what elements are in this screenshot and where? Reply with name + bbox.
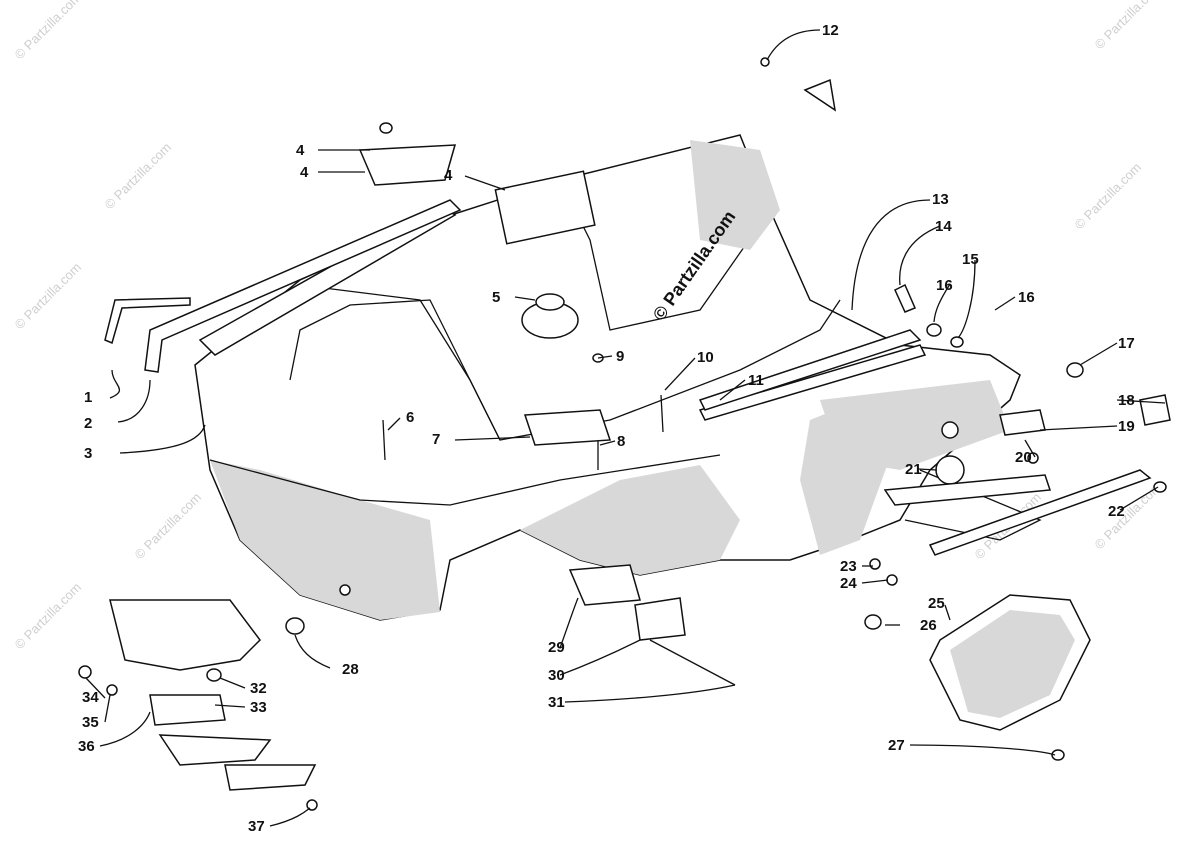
lens-6 (634, 597, 686, 641)
strip-12 (698, 329, 922, 411)
hood-body-assembly (194, 134, 1042, 621)
callout-11: 10 (697, 349, 714, 366)
gasket-31 (523, 409, 612, 446)
callout-19: 19 (1118, 418, 1135, 435)
callout-17: 16 (1018, 289, 1035, 306)
watermark-text: © Partzilla.com (12, 580, 85, 653)
callout-22: 9 (616, 348, 624, 365)
panel-19 (883, 474, 1052, 506)
gasket-33 (494, 170, 596, 245)
callout-27: 35 (82, 714, 99, 731)
callout-14: 14 (935, 218, 952, 235)
bolt-11 (660, 394, 664, 433)
trim-3 (104, 297, 191, 345)
cap-23 (803, 78, 837, 112)
callout-13: 13 (932, 191, 949, 208)
watermark-text: © Partzilla.com (1072, 160, 1145, 233)
bracket-8 (358, 144, 457, 186)
clip-18 (1139, 394, 1171, 426)
callout-34: 25 (928, 595, 945, 612)
trim-2 (144, 199, 462, 373)
bar-29 (928, 469, 1152, 556)
callout-7: 31 (548, 694, 565, 711)
cap-38 (1066, 362, 1084, 378)
callout-32: 5 (492, 289, 500, 306)
grommet-4b (935, 455, 965, 485)
watermark-text: © Partzilla.com (132, 490, 205, 563)
bracket-24 (149, 694, 226, 726)
callout-15: 15 (962, 251, 979, 268)
callout-20: 20 (1015, 449, 1032, 466)
callout-10: 4 (296, 142, 305, 159)
housing-5 (568, 564, 641, 606)
washer-10 (379, 122, 393, 134)
callout-37: 24 (840, 575, 857, 592)
callout-36: 23 (840, 558, 857, 575)
watermark-text: © Partzilla.com (102, 140, 175, 213)
callout-9: 6 (406, 409, 414, 426)
callout-26: 34 (82, 689, 99, 706)
watermark-text: © Partzilla.com (12, 260, 85, 333)
plate-lower (158, 734, 272, 766)
watermark-text: © Partzilla.com (1092, 0, 1165, 52)
wire-7 (649, 639, 736, 686)
callout-30: 8 (617, 433, 625, 450)
callout-3: 1 (84, 389, 92, 406)
plug-14 (894, 283, 916, 313)
callout-18: 18 (1118, 392, 1135, 409)
detail-housing (109, 599, 261, 671)
callout-35: 26 (920, 617, 937, 634)
callout-38: 17 (1118, 335, 1135, 352)
bolt-9 (382, 419, 386, 461)
callout-16: 16 (936, 277, 953, 294)
callout-8: 4 (300, 164, 309, 181)
watermark-text: © Partzilla.com (12, 0, 85, 62)
callout-23: 12 (822, 22, 839, 39)
leader-lines (85, 29, 1166, 827)
callout-28: 37 (248, 818, 265, 835)
callout-5: 29 (548, 639, 565, 656)
callout-31: 7 (432, 431, 440, 448)
callout-labels: 1 2 3 4 4 4 5 6 7 8 9 10 11 12 13 14 15 … (78, 22, 1135, 835)
small-parts (78, 57, 1171, 811)
callout-1: 3 (84, 445, 92, 462)
grommet-4a (285, 617, 305, 635)
callout-4a: 28 (342, 661, 359, 678)
callout-12: 11 (748, 372, 764, 389)
callout-6: 30 (548, 667, 565, 684)
callout-24: 36 (78, 738, 95, 755)
plate-28 (224, 764, 317, 791)
callout-2: 2 (84, 415, 92, 432)
callout-21: 27 (888, 737, 905, 754)
callout-4c: 21 (905, 461, 922, 478)
callout-16b: 32 (250, 680, 267, 697)
callout-29: 22 (1108, 503, 1125, 520)
callout-33: 4 (444, 167, 453, 184)
callout-25: 33 (250, 699, 267, 716)
